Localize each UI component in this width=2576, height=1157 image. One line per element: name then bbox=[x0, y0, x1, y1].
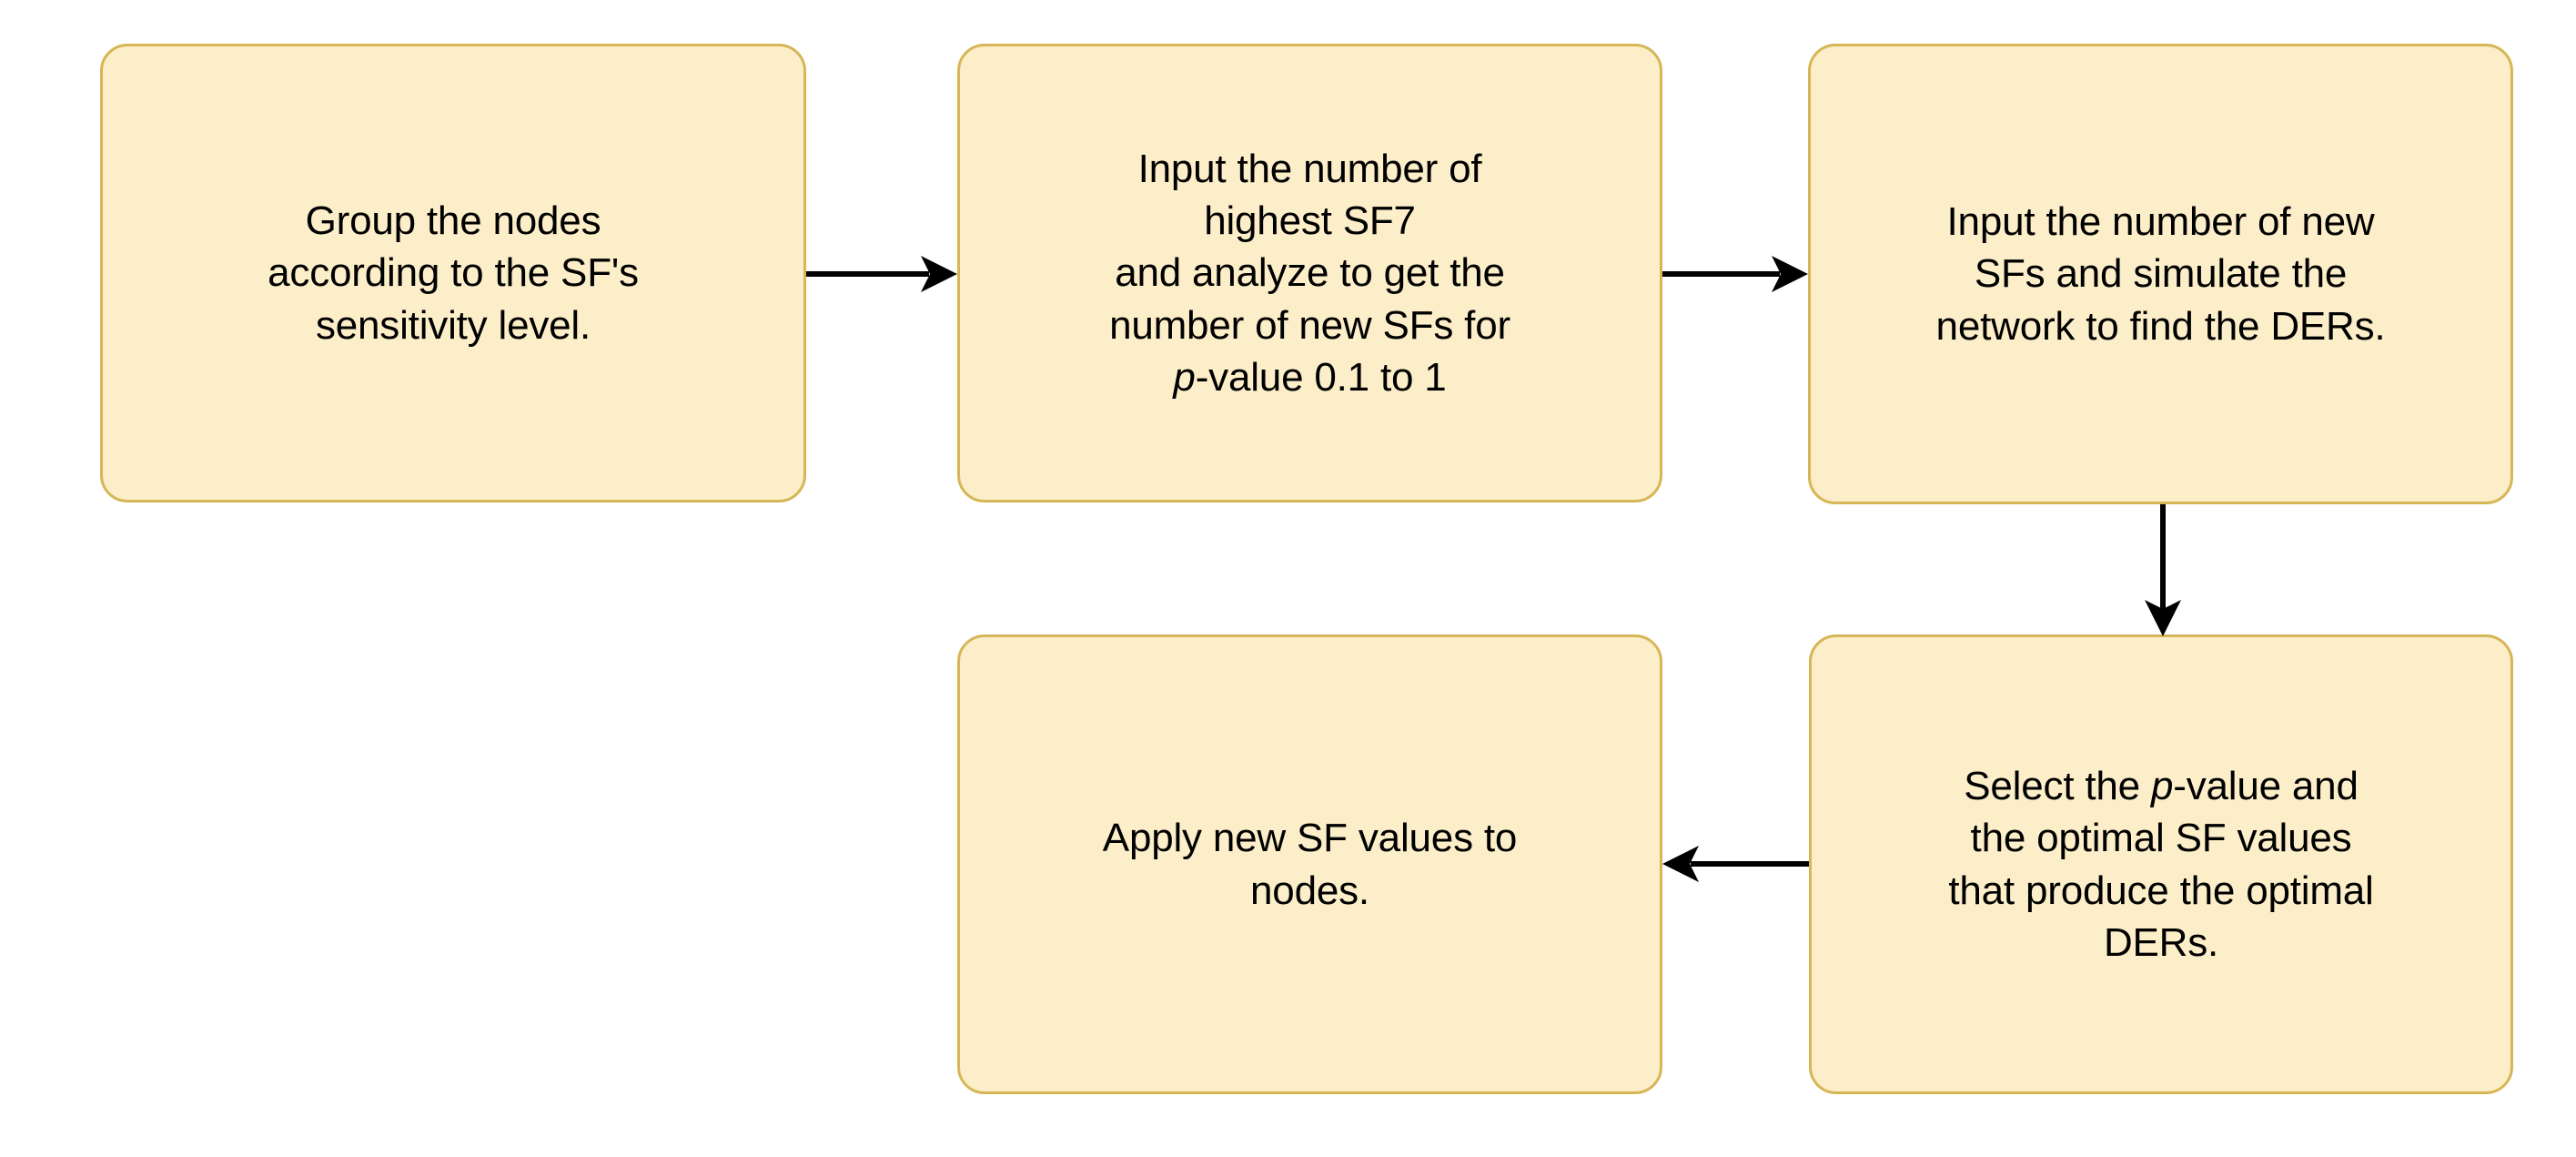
flow-node-group-label: Group the nodes according to the SF's se… bbox=[268, 198, 639, 348]
flow-node-select[interactable]: Select the p-value and the optimal SF va… bbox=[1809, 634, 2513, 1094]
flow-node-analyze[interactable]: Input the number of highest SF7 and anal… bbox=[957, 44, 1662, 502]
flow-node-group[interactable]: Group the nodes according to the SF's se… bbox=[100, 44, 806, 502]
edge-select-to-apply bbox=[1662, 837, 1809, 890]
flow-node-apply[interactable]: Apply new SF values to nodes. bbox=[957, 634, 1662, 1094]
italic-p: p bbox=[1173, 354, 1196, 400]
edge-group-to-analyze bbox=[806, 248, 957, 300]
select-p-value-line: Select the p-value and bbox=[1964, 764, 2359, 809]
p-value-line: p-value 0.1 to 1 bbox=[1173, 354, 1447, 400]
flow-node-simulate-label: Input the number of new SFs and simulate… bbox=[1935, 199, 2386, 349]
flow-node-apply-label: Apply new SF values to nodes. bbox=[1102, 816, 1518, 913]
flow-node-select-label: Select the p-value and the optimal SF va… bbox=[1948, 764, 2374, 965]
flow-node-analyze-label: Input the number of highest SF7 and anal… bbox=[1109, 147, 1510, 400]
edge-analyze-to-simulate bbox=[1662, 248, 1808, 300]
edge-simulate-to-select bbox=[2137, 504, 2189, 636]
flow-node-simulate[interactable]: Input the number of new SFs and simulate… bbox=[1808, 44, 2513, 504]
italic-p: p bbox=[2150, 764, 2174, 809]
